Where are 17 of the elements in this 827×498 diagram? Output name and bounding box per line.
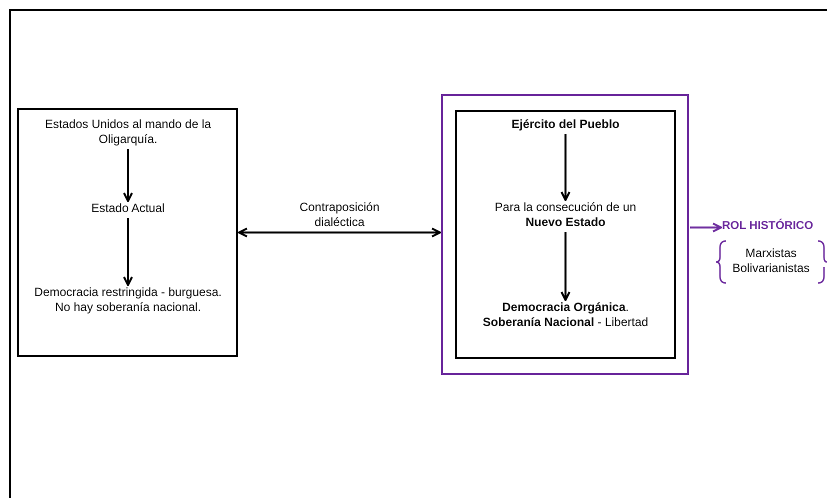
- arrow: [238, 228, 441, 238]
- arrow: [560, 134, 570, 201]
- arrow: [123, 218, 133, 286]
- heading-text: ROL HISTÓRICO: [722, 219, 826, 236]
- arrow: [123, 149, 133, 202]
- process-box: [17, 108, 238, 357]
- node-text: Democracia Orgánica. Soberanía Nacional - Libertad: [473, 300, 658, 332]
- node-text: Estados Unidos al mando de la Oligarquía.: [25, 117, 231, 149]
- arrow: [560, 232, 570, 301]
- node-text: Estado Actual: [59, 201, 197, 218]
- process-box: [441, 94, 689, 375]
- note-text: Marxistas Bolivarianistas: [731, 246, 811, 276]
- node-text: Democracia restringida - burguesa. No hay soberanía nacional.: [25, 285, 231, 333]
- node-text: Para la consecución de un Nuevo Estado: [484, 200, 647, 232]
- process-box: [455, 110, 676, 359]
- node-text: Ejército del Pueblo: [472, 117, 659, 134]
- arrow: [690, 222, 722, 232]
